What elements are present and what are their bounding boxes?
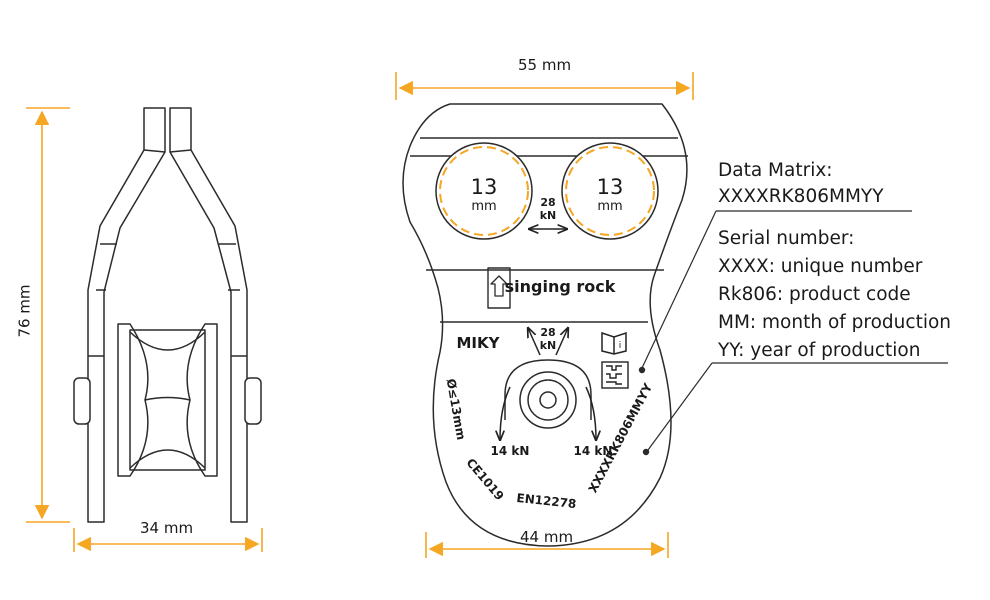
hole-left-unit: mm bbox=[471, 199, 496, 214]
front-view bbox=[402, 103, 688, 547]
legend-line-rk806: Rk806: product code bbox=[718, 284, 911, 305]
rope-hole-left bbox=[435, 142, 533, 240]
book-info-glyph: i bbox=[619, 341, 622, 351]
brand-name: singing rock bbox=[505, 277, 616, 296]
strength-main-unit: kN bbox=[540, 339, 557, 352]
legend-line-mm: MM: month of production bbox=[718, 312, 952, 333]
data-matrix-icon bbox=[601, 361, 629, 389]
load-left: 14 kN bbox=[491, 444, 530, 458]
axle-cap-right bbox=[244, 377, 262, 425]
side-left-plate bbox=[87, 107, 166, 523]
dim-bottom-width-label: 44 mm bbox=[520, 528, 574, 546]
strength-arrows bbox=[500, 229, 596, 440]
side-view bbox=[73, 107, 262, 523]
dimension-bottom-width bbox=[425, 532, 669, 558]
book-info-icon: i bbox=[601, 331, 627, 355]
dim-side-width-label: 34 mm bbox=[140, 519, 194, 537]
rope-hole-right bbox=[561, 142, 659, 240]
leader-lines bbox=[638, 210, 948, 456]
hole-right-unit: mm bbox=[597, 199, 622, 214]
legend-serial-title: Serial number: bbox=[718, 228, 855, 249]
strength-top-unit: kN bbox=[540, 209, 557, 222]
side-right-plate bbox=[169, 107, 248, 523]
axle-cap-left bbox=[73, 377, 91, 425]
norm-marking: EN12278 bbox=[516, 491, 577, 511]
legend-line-yy: YY: year of production bbox=[718, 340, 921, 361]
hole-labels: 13 mm 13 mm bbox=[471, 175, 624, 214]
hole-left-size: 13 bbox=[471, 175, 498, 199]
legend-line-xxxx: XXXX: unique number bbox=[718, 256, 923, 277]
hole-right-size: 13 bbox=[597, 175, 624, 199]
dimension-side-width bbox=[73, 528, 263, 552]
brand-logo-box bbox=[487, 267, 511, 309]
legend-data-matrix-title: Data Matrix: bbox=[718, 160, 833, 181]
strength-top-value: 28 bbox=[540, 196, 555, 209]
legend-data-matrix-code: XXXXRK806MMYY bbox=[718, 186, 884, 207]
side-wheel bbox=[117, 323, 149, 477]
strength-main-value: 28 bbox=[540, 326, 555, 339]
dimension-top-width bbox=[395, 72, 694, 100]
dim-top-width-label: 55 mm bbox=[518, 56, 572, 74]
model-name: MIKY bbox=[457, 334, 501, 352]
dimension-height bbox=[26, 107, 70, 523]
axle-housing bbox=[504, 359, 592, 420]
load-right: 14 kN bbox=[574, 444, 613, 458]
dim-height-label: 76 mm bbox=[15, 284, 34, 338]
